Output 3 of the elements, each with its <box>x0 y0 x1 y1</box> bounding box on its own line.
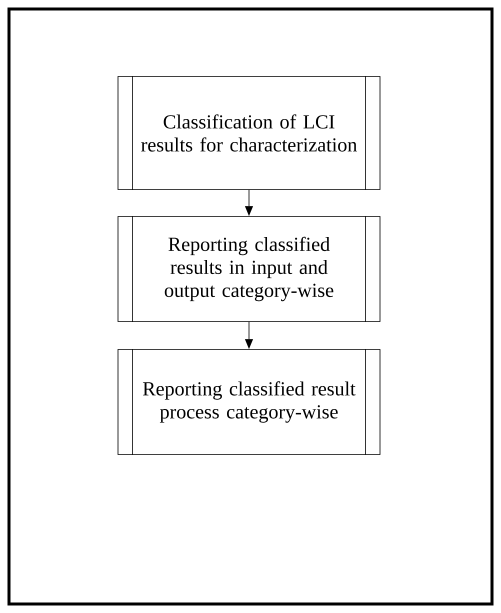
process-box: Reporting classified result process category-wise <box>118 348 380 456</box>
process-box: Reporting classified results in input and output category-wise <box>118 216 380 322</box>
process-box: Classification of LCI results for characterization <box>118 76 380 190</box>
